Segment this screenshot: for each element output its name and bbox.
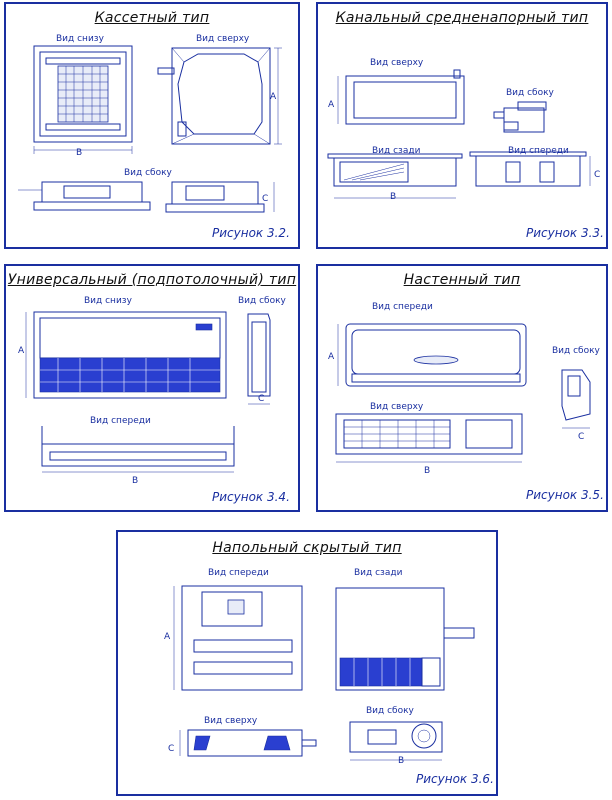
dim-c: C	[168, 744, 175, 754]
panel-title: Настенный тип	[403, 272, 521, 288]
ducted-top-view	[337, 69, 465, 125]
ducted-side-view	[493, 101, 547, 133]
figure-caption: Рисунок 3.5.	[526, 488, 604, 502]
cassette-top-view	[157, 47, 282, 145]
dim-b: B	[132, 476, 139, 486]
floor-side-view	[349, 721, 443, 761]
dim-a: A	[328, 100, 335, 110]
universal-side-view	[247, 313, 271, 405]
floor-front-view	[173, 585, 303, 691]
panel-wall: Настенный тип Вид спереди Вид сбоку Вид …	[316, 264, 608, 512]
view-label-top: Вид сверху	[204, 716, 258, 726]
panel-title: Кассетный тип	[94, 10, 210, 26]
floor-back-view	[335, 587, 475, 691]
view-label-side: Вид сбоку	[238, 296, 286, 306]
dim-a: A	[328, 352, 335, 362]
view-label-front: Вид спереди	[208, 568, 269, 578]
cassette-bottom-view	[33, 45, 133, 154]
floor-top-view	[179, 729, 317, 757]
wall-front-view	[337, 323, 527, 387]
panel-title: Канальный средненапорный тип	[335, 10, 589, 26]
view-label-bottom: Вид снизу	[84, 296, 132, 306]
dim-b: B	[390, 192, 397, 202]
universal-drawings	[25, 311, 271, 473]
panel-ducted: Канальный средненапорный тип Вид сверху …	[316, 2, 608, 249]
view-label-bottom: Вид снизу	[56, 34, 104, 44]
panel-title: Универсальный (подпотолочный) тип	[7, 272, 297, 288]
figure-caption: Рисунок 3.6.	[416, 772, 494, 786]
panel-cassette: Кассетный тип Вид снизу Вид сверху Вид с…	[4, 2, 300, 249]
view-label-front: Вид спереди	[508, 146, 569, 156]
dim-c: C	[594, 170, 601, 180]
view-label-top: Вид сверху	[196, 34, 250, 44]
dim-a: A	[270, 92, 277, 102]
universal-bottom-view	[25, 311, 227, 399]
floor-drawings	[173, 585, 475, 761]
wall-drawings	[335, 323, 591, 463]
ducted-front-view	[469, 151, 591, 187]
dim-b: B	[76, 148, 83, 158]
figure-caption: Рисунок 3.3.	[526, 226, 604, 240]
cassette-drawings	[18, 45, 282, 213]
panel-universal: Универсальный (подпотолочный) тип Вид сн…	[4, 264, 300, 512]
view-label-side: Вид сбоку	[552, 346, 600, 356]
dim-a: A	[18, 346, 25, 356]
view-label-side: Вид сбоку	[124, 168, 172, 178]
view-label-front: Вид спереди	[372, 302, 433, 312]
view-label-top: Вид сверху	[370, 402, 424, 412]
dim-c: C	[258, 394, 265, 404]
ducted-back-view	[327, 153, 463, 199]
panel-title: Напольный скрытый тип	[212, 540, 402, 556]
view-label-side: Вид сбоку	[366, 706, 414, 716]
wall-side-view	[561, 369, 591, 429]
view-label-top: Вид сверху	[370, 58, 424, 68]
cassette-side-views	[18, 181, 275, 213]
view-label-back: Вид сзади	[372, 146, 421, 156]
view-label-side: Вид сбоку	[506, 88, 554, 98]
universal-front-view	[41, 426, 235, 473]
dim-c: C	[262, 194, 269, 204]
dim-a: A	[164, 632, 171, 642]
view-label-back: Вид сзади	[354, 568, 403, 578]
wall-top-view	[335, 413, 523, 463]
figure-caption: Рисунок 3.2.	[212, 226, 290, 240]
figure-caption: Рисунок 3.4.	[212, 490, 290, 504]
ducted-drawings	[327, 69, 591, 199]
dim-b: B	[424, 466, 431, 476]
dim-b: B	[398, 756, 405, 766]
view-label-front: Вид спереди	[90, 416, 151, 426]
dim-c: C	[578, 432, 585, 442]
panel-floor: Напольный скрытый тип Вид спереди Вид сз…	[116, 530, 498, 796]
